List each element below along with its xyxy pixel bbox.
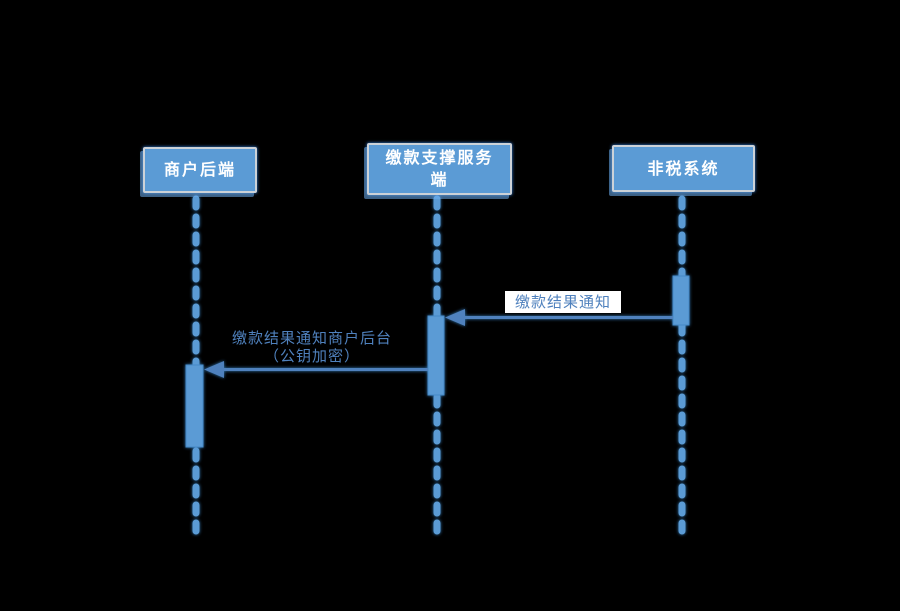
message-text: 缴款结果通知 (514, 293, 611, 311)
activation-bar-payment-support-service (427, 315, 445, 396)
message-arrow-payment-result-notify-merchant (204, 361, 428, 378)
arrowhead-left-icon (204, 361, 224, 378)
message-label-payment-result-notify: 缴款结果通知 (505, 291, 621, 313)
message-text-line1: 缴款结果通知商户后台 (231, 329, 392, 347)
actor-label-line1: 缴款支撑服务 (385, 148, 494, 167)
activation-bar-merchant-backend (185, 364, 204, 448)
message-text-line2: （公钥加密） (263, 347, 360, 365)
message-label-payment-result-notify-merchant: 缴款结果通知商户后台 （公钥加密） (228, 329, 396, 365)
actor-label-line2: 端 (430, 170, 449, 189)
actor-box-non-tax-system: 非税系统 (612, 145, 755, 192)
actor-box-merchant-backend: 商户后端 (143, 147, 257, 193)
arrowhead-left-icon (445, 309, 465, 326)
actor-label: 非税系统 (647, 158, 720, 178)
actor-label: 商户后端 (163, 160, 236, 179)
actor-box-payment-support-service: 缴款支撑服务 端 (367, 143, 512, 195)
activation-bar-non-tax-system (672, 275, 690, 326)
message-arrow-payment-result-notify (445, 309, 673, 326)
